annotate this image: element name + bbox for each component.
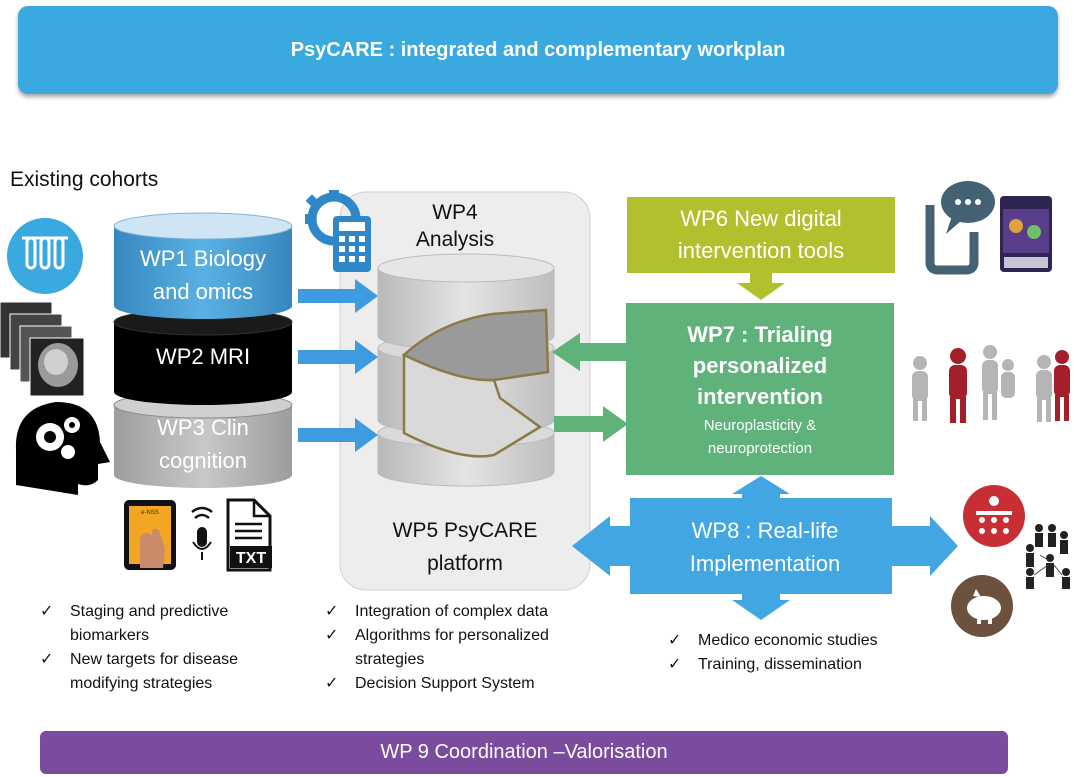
wp1-cylinder bbox=[113, 212, 293, 319]
wp5-label: WP5 PsyCARE platform bbox=[360, 514, 570, 580]
crowd-silhouettes-icon bbox=[912, 345, 1070, 423]
wp6-line2: intervention tools bbox=[677, 238, 845, 263]
list-item: ✓ Staging and predictive biomarkers bbox=[40, 600, 310, 648]
wp7-box: WP7 : Trialing personalized intervention… bbox=[626, 303, 894, 475]
list-item-text: New targets for disease bbox=[70, 651, 239, 668]
tablet-icon: e-NSS bbox=[124, 500, 176, 570]
wp6-box: WP6 New digital intervention tools bbox=[627, 197, 895, 273]
wp1-label: WP1 Biology and omics bbox=[114, 242, 292, 308]
wp8-label: WP8 : Real-life Implementation bbox=[660, 514, 870, 580]
check-icon: ✓ bbox=[668, 632, 682, 649]
arrow-wp3 bbox=[298, 418, 378, 452]
cohort-arrows bbox=[298, 279, 378, 452]
microphone-icon bbox=[191, 506, 213, 560]
right-outcomes-list: ✓ Medico economic studies ✓ Training, di… bbox=[668, 629, 958, 677]
wp7-line2: personalized bbox=[692, 352, 828, 378]
tablet-label: e-NSS bbox=[141, 510, 159, 516]
check-icon: ✓ bbox=[40, 603, 54, 620]
header-banner: PsyCARE : integrated and complementary w… bbox=[18, 6, 1058, 94]
wp4-line1: WP4 bbox=[432, 201, 478, 224]
footer-banner: WP 9 Coordination –Valorisation bbox=[40, 731, 1008, 774]
wp7-sub1: Neuroplasticity & bbox=[703, 416, 817, 434]
mri-scans-icon bbox=[0, 301, 85, 397]
arrow-wp7-to-platform bbox=[552, 333, 626, 371]
arrow-platform-to-wp7 bbox=[554, 406, 628, 442]
list-item-text: Training, dissemination bbox=[698, 656, 862, 673]
check-icon: ✓ bbox=[325, 603, 339, 620]
list-item-text: Staging and predictive bbox=[70, 603, 229, 620]
pie-wedge-shape bbox=[401, 308, 550, 458]
check-icon: ✓ bbox=[40, 651, 54, 668]
list-item-text: Integration of complex data bbox=[355, 603, 549, 620]
audience-icon bbox=[963, 485, 1025, 547]
phone-chat-icon bbox=[925, 181, 995, 275]
wp3-label: WP3 Clin cognition bbox=[114, 411, 292, 477]
wp8-line1: WP8 : Real-life bbox=[691, 518, 839, 543]
game-app-icon bbox=[1000, 196, 1052, 272]
header-title: PsyCARE : integrated and complementary w… bbox=[290, 38, 786, 61]
wp8-cross bbox=[572, 476, 958, 620]
txt-label: TXT bbox=[236, 550, 266, 567]
arrow-wp2 bbox=[298, 340, 378, 374]
brain-gears-icon bbox=[15, 402, 111, 495]
calculator-gear-icon bbox=[305, 190, 371, 272]
left-outcomes-list: ✓ Staging and predictive biomarkers ✓ New… bbox=[40, 600, 310, 696]
list-item-text: biomarkers bbox=[70, 627, 150, 644]
check-icon: ✓ bbox=[325, 627, 339, 644]
list-item: ✓ Decision Support System bbox=[325, 672, 615, 696]
wp7-sub2: neuroprotection bbox=[707, 439, 813, 457]
list-item-text: strategies bbox=[355, 651, 425, 668]
middle-outcomes-list: ✓ Integration of complex data ✓ Algorith… bbox=[325, 600, 615, 696]
list-item: ✓ Integration of complex data bbox=[325, 600, 615, 624]
wp6-line1: WP6 New digital bbox=[680, 206, 842, 231]
list-item-text: Medico economic studies bbox=[698, 632, 878, 649]
wp5-line2: platform bbox=[427, 552, 503, 575]
test-tubes-icon bbox=[7, 218, 83, 294]
wp2-label: WP2 MRI bbox=[155, 344, 251, 369]
arrow-wp1 bbox=[298, 279, 378, 313]
list-item: ✓ Algorithms for personalized strategies bbox=[325, 624, 615, 672]
wp4-line2: Analysis bbox=[415, 228, 495, 251]
check-icon: ✓ bbox=[668, 656, 682, 673]
network-people-icon bbox=[1026, 524, 1070, 589]
txt-file-icon: TXT bbox=[226, 498, 272, 572]
wp7-line3: intervention bbox=[697, 383, 823, 409]
list-item-text: Decision Support System bbox=[355, 675, 535, 692]
check-icon: ✓ bbox=[325, 675, 339, 692]
wp1-line1: WP1 Biology bbox=[140, 246, 266, 271]
piggy-bank-icon bbox=[951, 575, 1013, 637]
list-item: ✓ New targets for disease modifying strat… bbox=[40, 648, 310, 696]
cohorts-label: Existing cohorts bbox=[10, 168, 159, 191]
wp5-line1: WP5 PsyCARE bbox=[392, 519, 538, 542]
wp3-line1: WP3 Clin bbox=[157, 415, 249, 440]
wp1-line2: and omics bbox=[152, 279, 254, 304]
wp7-line1: WP7 : Trialing bbox=[687, 321, 833, 347]
wp3-line2: cognition bbox=[158, 448, 248, 473]
arrow-wp6-down bbox=[737, 273, 785, 300]
footer-title: WP 9 Coordination –Valorisation bbox=[380, 741, 668, 763]
list-item: ✓ Medico economic studies bbox=[668, 629, 958, 653]
list-item: ✓ Training, dissemination bbox=[668, 653, 958, 677]
wp8-line2: Implementation bbox=[689, 551, 841, 576]
wp4-label: WP4 Analysis bbox=[410, 199, 500, 253]
list-item-text: Algorithms for personalized bbox=[355, 627, 549, 644]
list-item-text: modifying strategies bbox=[70, 675, 213, 692]
